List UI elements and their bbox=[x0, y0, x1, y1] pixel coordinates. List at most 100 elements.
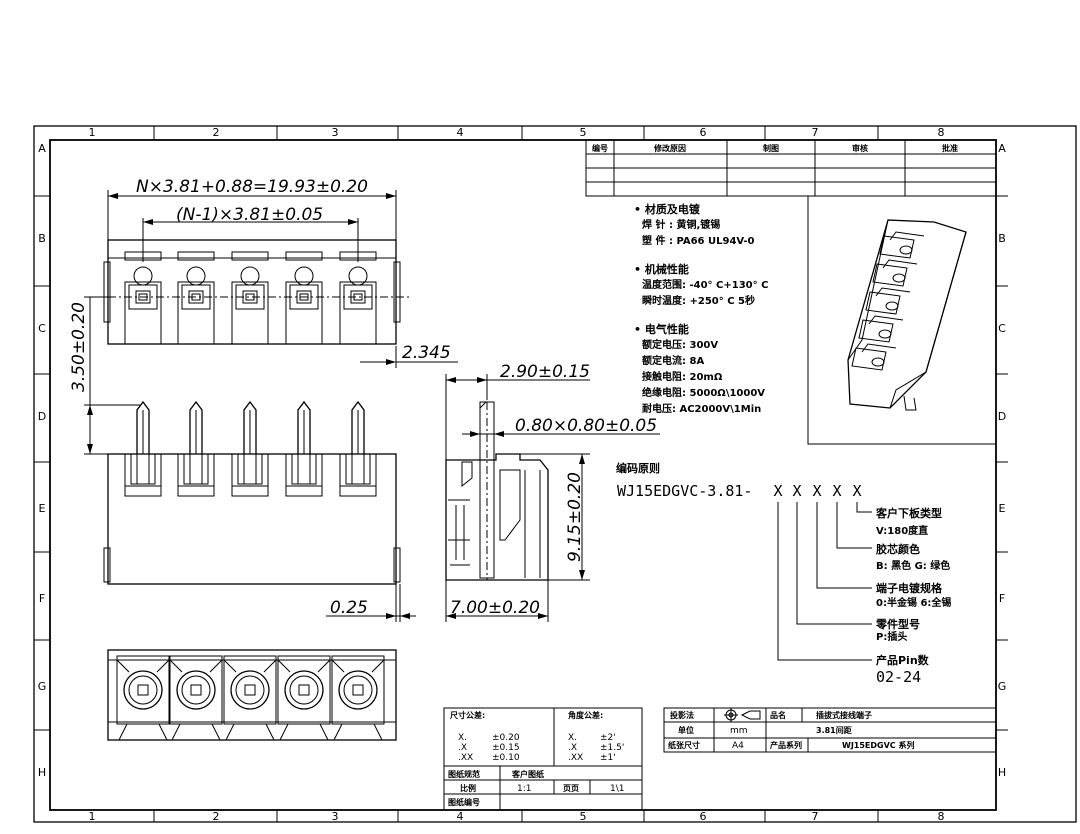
coding-item-value: P:插头 bbox=[876, 630, 907, 643]
tol-drawing-no: 图纸编号 bbox=[448, 797, 480, 807]
coding-x-mark: X bbox=[792, 482, 801, 500]
column-marker: 6 bbox=[700, 810, 707, 823]
column-marker: 4 bbox=[457, 810, 464, 823]
dim-350: 3.50±0.20 bbox=[69, 302, 89, 392]
spec-elec-title: • 电气性能 bbox=[634, 322, 689, 336]
dimension-texts: N×3.81+0.88=19.93±0.20 (N-1)×3.81±0.05 2… bbox=[69, 177, 657, 618]
coding-item-value: V:180度直 bbox=[876, 524, 928, 537]
tol-cell: .XX bbox=[568, 753, 583, 763]
column-marker: 2 bbox=[213, 126, 220, 139]
spec-mech-line: 温度范围: -40° C+130° C bbox=[642, 278, 768, 291]
dim-2345: 2.345 bbox=[402, 343, 451, 363]
row-marker: E bbox=[39, 502, 46, 515]
tolerance-block: 尺寸公差: 角度公差: X. ±0.20 X. ±2' .X ±0.15 .X … bbox=[443, 707, 643, 811]
coding-item-title: 零件型号 bbox=[875, 617, 920, 631]
row-marker: F bbox=[999, 592, 1005, 605]
tol-customer-drawing: 客户图纸 bbox=[511, 769, 544, 779]
coding-title: 编码原则 bbox=[616, 461, 660, 475]
column-marker: 7 bbox=[812, 126, 819, 139]
spec-material-line: 塑 件 : PA66 UL94V-0 bbox=[642, 234, 755, 247]
rev-header-drawn: 制图 bbox=[763, 143, 779, 153]
tol-cell: ±1.5' bbox=[600, 743, 624, 753]
title-name-value: 插拔式接线端子 bbox=[816, 710, 872, 720]
front-pin-view bbox=[103, 400, 401, 585]
title-series-label: 产品系列 bbox=[770, 740, 802, 750]
tol-cell: ±1' bbox=[600, 753, 616, 763]
dim-915: 9.15±0.20 bbox=[565, 472, 585, 562]
column-marker: 2 bbox=[213, 810, 220, 823]
row-marker: F bbox=[39, 592, 45, 605]
column-marker: 3 bbox=[332, 810, 339, 823]
front-top-view bbox=[92, 239, 412, 345]
tol-drawing-rule: 图纸规范 bbox=[448, 769, 480, 779]
row-marker: G bbox=[998, 680, 1007, 693]
column-marker: 5 bbox=[580, 810, 587, 823]
tol-cell: X. bbox=[568, 733, 577, 743]
tol-size-label: 尺寸公差: bbox=[450, 710, 485, 720]
coding-item-title: 产品Pin数 bbox=[876, 653, 930, 667]
outer-frame bbox=[33, 125, 1077, 823]
coding-item-value: 0:半金锡 6:全锡 bbox=[876, 596, 951, 609]
row-marker: G bbox=[38, 680, 47, 693]
column-marker: 5 bbox=[580, 126, 587, 139]
rev-header-no: 编号 bbox=[592, 143, 608, 153]
column-marker: 1 bbox=[89, 810, 96, 823]
dim-025: 0.25 bbox=[330, 598, 368, 618]
title-unit-label: 单位 bbox=[678, 725, 694, 735]
tol-cell: X. bbox=[458, 733, 467, 743]
spec-elec-line: 额定电流: 8A bbox=[642, 354, 704, 367]
rev-header-reason: 修改原因 bbox=[653, 143, 686, 153]
spec-elec-line: 绝缘电阻: 5000Ω\1000V bbox=[642, 386, 765, 399]
spec-elec-line: 额定电压: 300V bbox=[642, 338, 718, 351]
spec-elec-line: 耐电压: AC2000V\1Min bbox=[642, 402, 761, 415]
tol-cell: .XX bbox=[458, 753, 473, 763]
dim-total-width: N×3.81+0.88=19.93±0.20 bbox=[136, 177, 368, 197]
row-marker: A bbox=[998, 142, 1006, 155]
tol-page-value: 1\1 bbox=[610, 784, 624, 794]
side-view bbox=[445, 401, 549, 581]
coding-item-title: 客户下板类型 bbox=[875, 506, 942, 520]
spec-mech-title: • 机械性能 bbox=[634, 262, 689, 276]
tol-cell: ±2' bbox=[600, 733, 616, 743]
row-marker: B bbox=[38, 232, 46, 245]
column-marker: 4 bbox=[457, 126, 464, 139]
dim-700: 7.00±0.20 bbox=[450, 598, 540, 618]
spec-material-title: • 材质及电镀 bbox=[634, 202, 701, 216]
row-marker: E bbox=[999, 502, 1006, 515]
column-marker: 1 bbox=[89, 126, 96, 139]
tol-scale-value: 1:1 bbox=[517, 784, 531, 794]
spec-notes: • 材质及电镀 焊 针 : 黄铜,镀锡 塑 件 : PA66 UL94V-0 •… bbox=[634, 202, 768, 415]
title-projection-label: 投影法 bbox=[670, 710, 694, 720]
coding-x-mark: X bbox=[832, 482, 841, 500]
title-series-value: WJ15EDGVC 系列 bbox=[842, 740, 914, 750]
coding-x-mark: X bbox=[812, 482, 821, 500]
tol-angle-label: 角度公差: bbox=[568, 710, 603, 720]
coding-item-title: 胶芯颜色 bbox=[876, 542, 920, 556]
title-block: 投影法 品名 插拔式接线端子 3.81间距 单位 mm 纸张尺寸 A4 产品系列… bbox=[663, 707, 997, 753]
dim-290: 2.90±0.15 bbox=[500, 362, 590, 382]
row-marker: D bbox=[998, 410, 1006, 423]
row-marker: A bbox=[38, 142, 46, 155]
column-marker: 8 bbox=[938, 126, 945, 139]
coding-item-value: B: 黑色 G: 绿色 bbox=[876, 559, 950, 572]
spec-elec-line: 接触电阻: 20mΩ bbox=[642, 370, 723, 383]
tol-page-label: 页页 bbox=[563, 784, 579, 793]
coding-item-title: 端子电镀规格 bbox=[876, 581, 943, 595]
tol-cell: .X bbox=[458, 743, 467, 753]
row-marker: D bbox=[38, 410, 46, 423]
title-name-value2: 3.81间距 bbox=[816, 725, 852, 735]
tol-scale-label: 比例 bbox=[460, 783, 476, 793]
column-marker: 3 bbox=[332, 126, 339, 139]
spec-mech-line: 瞬时温度: +250° C 5秒 bbox=[642, 294, 755, 307]
coding-code: WJ15EDGVC-3.81- bbox=[617, 482, 752, 500]
column-marker: 8 bbox=[938, 810, 945, 823]
revision-table: 编号 修改原因 制图 审核 批准 bbox=[585, 139, 997, 197]
row-marker: H bbox=[998, 766, 1006, 779]
row-marker: B bbox=[998, 232, 1006, 245]
coding-x-mark: X bbox=[852, 482, 861, 500]
tol-cell: ±0.15 bbox=[492, 743, 520, 753]
coding-x-mark: X bbox=[773, 482, 782, 500]
coding-rule: 编码原则 WJ15EDGVC-3.81- X X X X X 客户下板类型 V:… bbox=[616, 461, 951, 686]
